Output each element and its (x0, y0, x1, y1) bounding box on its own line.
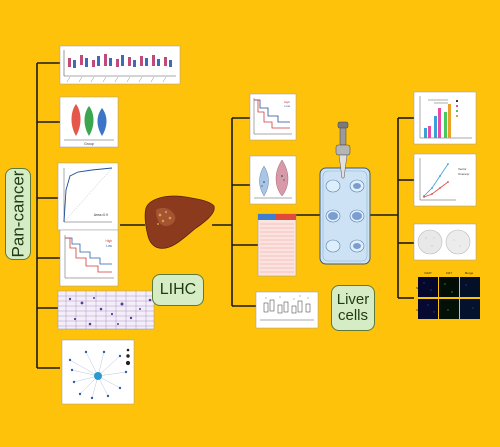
if-col-2: Ki67 (446, 271, 452, 275)
km-mid-low: Low (284, 104, 290, 108)
expression-heatmap-panel (257, 213, 297, 277)
pan-cancer-label-box: Pan-cancer (5, 168, 31, 260)
immunofluorescence-panel: DAPI Ki67 Merge NC OE (416, 271, 480, 319)
pan-cancer-boxplot-panel (59, 45, 181, 85)
violin-plot-panel: Group (59, 96, 119, 148)
liver-cells-label-line2: cells (337, 307, 368, 324)
growth-curve-panel: Vector Overexp (413, 153, 477, 207)
network-plot-panel (61, 339, 135, 405)
connector-lines (36, 62, 414, 369)
if-col-1: DAPI (424, 271, 431, 275)
pan-cancer-label: Pan-cancer (8, 170, 27, 258)
bar-chart-panel-right (413, 91, 477, 145)
km-mid-high: High (284, 100, 291, 104)
growth-legend-2: Overexp (458, 172, 470, 176)
immune-boxplot-panel (255, 291, 319, 329)
roc-curve-panel: Area=0.9 (57, 162, 119, 231)
culture-plate-illustration (319, 121, 371, 265)
violin-plot-panel-middle (249, 155, 297, 205)
roc-area-label: Area=0.9 (94, 213, 108, 217)
violin-group-label: Group (84, 142, 94, 146)
liver-cells-label-box: Liver cells (331, 285, 375, 331)
liver-cells-label-line1: Liver (336, 291, 370, 308)
colony-plates-panel (413, 223, 477, 261)
growth-legend-1: Vector (458, 167, 467, 171)
km-left-low: Low (106, 244, 113, 248)
km-left-high: High (105, 239, 112, 243)
km-survival-panel-middle: High Low (249, 93, 297, 141)
pipette-icon (335, 121, 351, 179)
interaction-heatmap-panel (57, 290, 155, 330)
lihc-label-box: LIHC (152, 274, 204, 306)
liver-illustration (144, 195, 215, 249)
if-col-3: Merge (465, 271, 474, 275)
km-survival-panel-left: High Low (59, 229, 119, 287)
lihc-label: LIHC (159, 281, 197, 298)
